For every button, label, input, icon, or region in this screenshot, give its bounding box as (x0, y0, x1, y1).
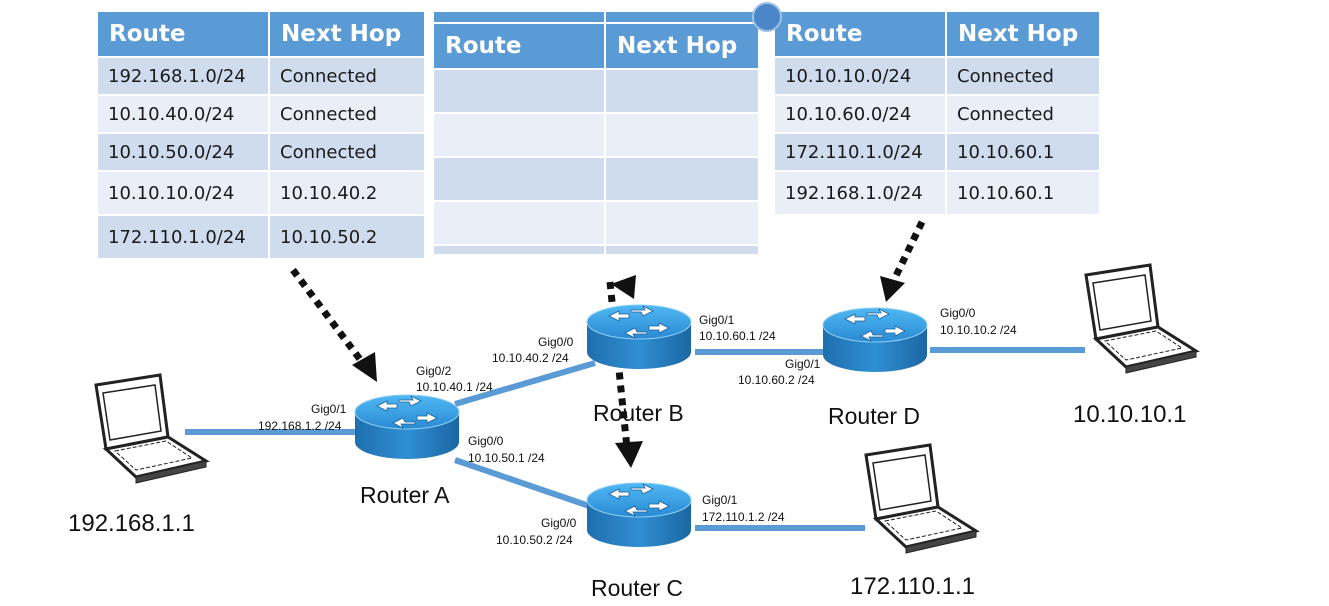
router-icon (586, 304, 692, 370)
router-a-routing-table: Route Next Hop 192.168.1.0/24 Connected … (96, 10, 426, 260)
router-icon (586, 482, 692, 548)
c-gig00-port: Gig0/0 (541, 516, 577, 530)
route-header: Route (96, 10, 270, 58)
route-cell: 192.168.1.0/24 (773, 170, 947, 216)
table-row: 192.168.1.0/24 10.10.60.1 (773, 170, 1101, 216)
router-d-label: Router D (828, 403, 920, 429)
next-hop-cell (604, 68, 760, 114)
router-b-routing-table: Route Next Hop (432, 10, 760, 256)
a-gig02-port: Gig0/2 (416, 364, 452, 378)
link-router-a-router-c (454, 457, 596, 511)
table-row (432, 200, 760, 246)
table-row: 192.168.1.0/24 Connected (96, 56, 426, 96)
table-row (432, 156, 760, 202)
arrowhead-icon (880, 276, 905, 302)
next-hop-cell: Connected (945, 94, 1101, 134)
router-a-label: Router A (360, 482, 450, 508)
link-router-a-router-b (454, 360, 596, 407)
route-cell: 10.10.40.0/24 (96, 94, 270, 134)
b-gig00-port: Gig0/0 (538, 335, 574, 349)
d-gig01-port: Gig0/1 (785, 357, 821, 371)
table-row (432, 112, 760, 158)
c-gig01-ip: 172.110.1.2 /24 (702, 510, 785, 524)
route-cell (432, 200, 606, 246)
next-hop-cell (604, 200, 760, 246)
router-d-routing-table: Route Next Hop 10.10.10.0/24 Connected 1… (773, 10, 1101, 216)
next-hop-cell: Connected (268, 94, 426, 134)
router-icon (822, 307, 928, 373)
c-gig00-ip: 10.10.50.2 /24 (496, 533, 573, 547)
next-hop-cell (604, 156, 760, 202)
table-row (432, 68, 760, 114)
cursor-dot-icon (752, 2, 782, 32)
d-gig00-ip: 10.10.10.2 /24 (940, 323, 1017, 337)
route-cell: 172.110.1.0/24 (773, 132, 947, 172)
next-hop-cell: 10.10.60.1 (945, 132, 1101, 172)
route-cell: 10.10.60.0/24 (773, 94, 947, 134)
next-hop-cell: Connected (268, 132, 426, 172)
next-hop-header: Next Hop (604, 22, 760, 70)
route-header: Route (773, 10, 947, 58)
a-gig00-port: Gig0/0 (468, 434, 504, 448)
table-row: 10.10.10.0/24 Connected (773, 56, 1101, 96)
d-gig00-port: Gig0/0 (940, 306, 976, 320)
b-gig01-port: Gig0/1 (699, 313, 735, 327)
next-hop-cell: 10.10.50.2 (268, 214, 426, 260)
route-cell: 10.10.50.0/24 (96, 132, 270, 172)
b-gig00-ip: 10.10.40.2 /24 (492, 351, 569, 365)
laptop-icon (1084, 263, 1198, 375)
next-hop-cell: 10.10.40.2 (268, 170, 426, 216)
dotted-arrow (290, 267, 365, 365)
host-right-ip: 10.10.10.1 (1073, 401, 1186, 428)
d-gig01-ip: 10.10.60.2 /24 (738, 373, 815, 387)
table-row: 10.10.60.0/24 Connected (773, 94, 1101, 134)
a-gig01-port: Gig0/1 (311, 402, 347, 416)
next-hop-cell: 10.10.60.1 (945, 170, 1101, 216)
route-cell (432, 68, 606, 114)
next-hop-header: Next Hop (945, 10, 1101, 58)
arrowhead-icon (611, 275, 636, 299)
router-c-label: Router C (591, 575, 683, 601)
route-cell: 172.110.1.0/24 (96, 214, 270, 260)
next-hop-header: Next Hop (268, 10, 426, 58)
host-left-ip: 192.168.1.1 (68, 510, 195, 537)
laptop-icon (864, 443, 978, 555)
table-row: 10.10.50.0/24 Connected (96, 132, 426, 172)
table-row: 172.110.1.0/24 10.10.50.2 (96, 214, 426, 260)
router-icon (354, 394, 460, 460)
b-gig01-ip: 10.10.60.1 /24 (699, 329, 776, 343)
next-hop-cell: Connected (945, 56, 1101, 96)
table-row: 172.110.1.0/24 10.10.60.1 (773, 132, 1101, 172)
c-gig01-port: Gig0/1 (702, 493, 738, 507)
a-gig00-ip: 10.10.50.1 /24 (468, 451, 545, 465)
next-hop-cell: Connected (268, 56, 426, 96)
host-bottom-ip: 172.110.1.1 (850, 573, 975, 600)
route-cell (432, 156, 606, 202)
table-row: 10.10.10.0/24 10.10.40.2 (96, 170, 426, 216)
route-cell: 10.10.10.0/24 (96, 170, 270, 216)
next-hop-cell (604, 112, 760, 158)
arrowhead-icon (352, 352, 377, 382)
route-cell: 10.10.10.0/24 (773, 56, 947, 96)
route-header: Route (432, 22, 606, 70)
route-cell (432, 112, 606, 158)
table-row: 10.10.40.0/24 Connected (96, 94, 426, 134)
arrowhead-icon (615, 441, 643, 468)
router-b-label: Router B (593, 400, 684, 426)
a-gig01-ip: 192.168.1.2 /24 (258, 419, 342, 433)
route-cell: 192.168.1.0/24 (96, 56, 270, 96)
a-gig02-ip: 10.10.40.1 /24 (416, 380, 493, 394)
dotted-arrow (889, 220, 926, 284)
